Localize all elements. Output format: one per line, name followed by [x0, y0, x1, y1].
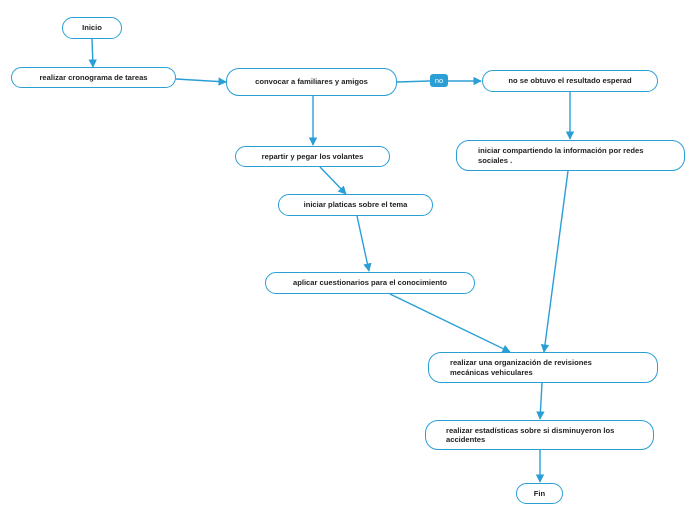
node-inicio[interactable]: Inicio	[62, 17, 122, 39]
node-organizacion[interactable]: realizar una organización de revisiones …	[428, 352, 658, 383]
edge-compartiendo-organizacion	[540, 170, 569, 353]
edge-convocar-no	[396, 80, 431, 83]
node-estadisticas-label: realizar estadísticas sobre si disminuye…	[446, 425, 615, 444]
node-repartir[interactable]: repartir y pegar los volantes	[235, 146, 390, 167]
edge-cuestionarios-organizacion	[389, 293, 511, 353]
node-convocar[interactable]: convocar a familiares y amigos	[226, 68, 397, 96]
node-fin[interactable]: Fin	[516, 483, 563, 504]
node-platicas[interactable]: iniciar platicas sobre el tema	[278, 194, 433, 216]
node-estadisticas[interactable]: realizar estadísticas sobre si disminuye…	[425, 420, 654, 450]
node-repartir-label: repartir y pegar los volantes	[261, 151, 364, 161]
node-compartiendo[interactable]: iniciar compartiendo la información por …	[456, 140, 685, 171]
edge-inicio-cronograma	[88, 38, 97, 68]
edge-platicas-cuestionarios	[356, 215, 372, 272]
node-organizacion-label: realizar una organización de revisiones …	[450, 358, 592, 377]
edge-repartir-platicas	[319, 166, 347, 195]
node-cuestionarios-label: aplicar cuestionarios para el conocimien…	[292, 278, 448, 288]
node-no-resultado[interactable]: no se obtuvo el resultado esperad	[482, 70, 658, 92]
edge-organizacion-estadisticas	[536, 382, 545, 420]
node-cronograma-label: realizar cronograma de tareas	[39, 72, 148, 82]
node-fin-label: Fin	[533, 488, 546, 498]
node-inicio-label: Inicio	[82, 23, 102, 33]
edge-cronograma-convocar	[175, 77, 227, 86]
node-convocar-label: convocar a familiares y amigos	[255, 77, 368, 87]
edge-label-no-text: no	[434, 76, 444, 85]
node-cronograma[interactable]: realizar cronograma de tareas	[11, 67, 176, 88]
node-cuestionarios[interactable]: aplicar cuestionarios para el conocimien…	[265, 272, 475, 294]
node-platicas-label: iniciar platicas sobre el tema	[303, 200, 408, 210]
node-compartiendo-label: iniciar compartiendo la información por …	[478, 146, 644, 165]
node-no-resultado-label: no se obtuvo el resultado esperad	[508, 76, 632, 86]
edge-label-no: no	[430, 74, 448, 87]
